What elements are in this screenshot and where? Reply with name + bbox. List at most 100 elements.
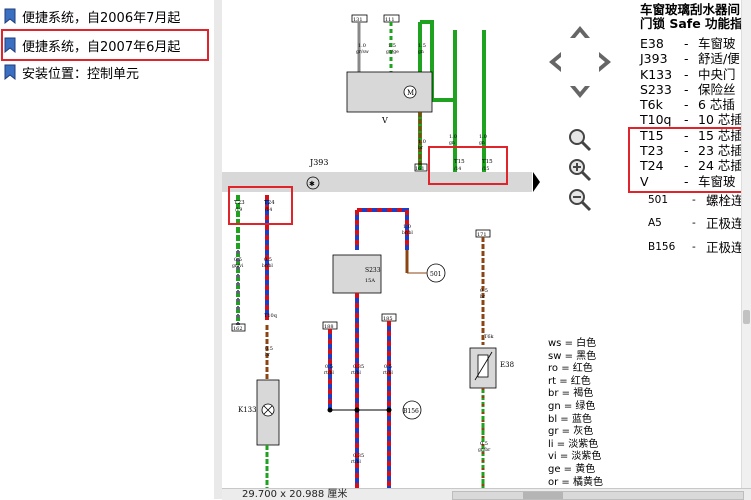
- splitter[interactable]: [214, 0, 222, 499]
- zoom-icon[interactable]: [567, 127, 593, 153]
- component-row: E38-车窗玻: [640, 36, 736, 51]
- color-legend: ws = 白色 sw = 黑色 ro = 红色 rt = 红色 br = 褐色 …: [548, 338, 603, 488]
- svg-text:T23: T23: [234, 200, 245, 206]
- bookmark-item-2007[interactable]: 便捷系统，自2007年6月起: [4, 35, 180, 55]
- svg-text:0.5: 0.5: [234, 257, 242, 263]
- svg-text:0.5: 0.5: [264, 257, 272, 263]
- svg-text:br: br: [418, 145, 424, 151]
- svg-text:T6k: T6k: [484, 334, 495, 340]
- j393-bar: [222, 172, 532, 192]
- svg-text:rt/bl: rt/bl: [351, 370, 361, 376]
- svg-text:0.35: 0.35: [353, 364, 364, 370]
- component-row: V-车窗玻: [640, 173, 736, 189]
- fuse-s233: [332, 254, 382, 294]
- svg-text:T10q: T10q: [264, 313, 278, 319]
- svg-text:0.5: 0.5: [384, 364, 392, 370]
- component-row: T15-15 芯插: [640, 127, 743, 143]
- svg-text:gn/ge: gn/ge: [386, 49, 399, 55]
- svg-text:rt/bl: rt/bl: [351, 459, 361, 465]
- component-row: T24-24 芯插: [640, 158, 743, 174]
- svg-text:188: 188: [324, 324, 334, 330]
- svg-text:0.5: 0.5: [265, 346, 273, 352]
- svg-text:✱: ✱: [309, 180, 315, 188]
- component-row: T10q-10 芯插: [640, 112, 743, 128]
- component-row: 501-螺栓连: [648, 192, 744, 208]
- svg-text:gr/sw: gr/sw: [356, 49, 369, 55]
- highlight-box-t23-t24: [228, 186, 293, 225]
- component-row: K133-中央门: [640, 66, 736, 82]
- j393-label: J393: [309, 158, 328, 167]
- svg-text:M: M: [407, 89, 414, 97]
- pan-control[interactable]: [545, 22, 615, 102]
- svg-text:S233: S233: [365, 267, 381, 274]
- svg-text:T15: T15: [454, 159, 465, 165]
- svg-text:/14: /14: [265, 207, 272, 213]
- vertical-scrollbar[interactable]: [741, 0, 751, 488]
- svg-text:gn/vi: gn/vi: [232, 263, 244, 269]
- motor-v: [346, 71, 433, 113]
- scroll-thumb[interactable]: [743, 310, 750, 324]
- bookmark-icon: [4, 64, 16, 80]
- status-bar: 29.700 x 20.988 厘米: [222, 488, 751, 500]
- svg-text:V: V: [381, 116, 388, 125]
- svg-text:1.0: 1.0: [358, 43, 366, 49]
- component-row: A5-正极连: [648, 216, 744, 232]
- page-next-arrow: [533, 172, 540, 192]
- svg-text:0.5: 0.5: [480, 441, 488, 447]
- zoom-in-icon[interactable]: [567, 157, 593, 183]
- bookmark-item-install[interactable]: 安装位置：控制单元: [4, 62, 139, 82]
- component-row: J393-舒适/便: [640, 51, 740, 67]
- svg-text:0.35: 0.35: [353, 453, 364, 459]
- component-row: S233-保险丝: [640, 81, 736, 97]
- diagram-title: 车窗玻璃刮水器间 门锁 Safe 功能指: [640, 2, 743, 31]
- svg-text:gn: gn: [449, 141, 455, 146]
- svg-text:rt/bl: rt/bl: [324, 370, 334, 376]
- bookmark-icon: [4, 37, 16, 53]
- h-scroll-thumb[interactable]: [523, 492, 563, 499]
- svg-text:br: br: [480, 294, 486, 300]
- svg-text:185: 185: [383, 316, 393, 322]
- wiring-diagram: J393 ✱ 131 111 1.0 gr/sw 1.5 gn/ge 1.5 g…: [222, 14, 540, 488]
- svg-text:1.0: 1.0: [403, 224, 411, 230]
- svg-text:1.0: 1.0: [479, 134, 487, 140]
- highlight-box: [1, 29, 209, 61]
- bookmark-icon: [4, 8, 16, 24]
- svg-text:15A: 15A: [365, 278, 375, 284]
- svg-text:rt/bl: rt/bl: [383, 370, 393, 376]
- component-list: E38-车窗玻 J393-舒适/便 K133-中央门 S233-保险丝 T6k-…: [640, 36, 744, 255]
- svg-text:gn/br: gn/br: [478, 447, 491, 453]
- highlight-box-components: [628, 127, 744, 193]
- svg-text:0.5: 0.5: [325, 364, 333, 370]
- svg-text:0.5: 0.5: [480, 288, 488, 294]
- svg-text:K133: K133: [238, 406, 257, 414]
- svg-text:E38: E38: [500, 361, 514, 369]
- bookmark-label: 便捷系统，自2007年6月起: [22, 39, 181, 55]
- bookmark-item-2006[interactable]: 便捷系统，自2006年7月起: [4, 6, 180, 26]
- svg-text:1.0: 1.0: [449, 134, 457, 140]
- page-size: 29.700 x 20.988 厘米: [242, 489, 348, 500]
- bookmark-label: 便捷系统，自2006年7月起: [22, 10, 181, 26]
- svg-text:T15: T15: [482, 159, 493, 165]
- bookmarks-panel: 便捷系统，自2006年7月起 便捷系统，自2007年6月起 安装位置：控制单元: [0, 0, 215, 499]
- svg-text:B156: B156: [403, 408, 419, 415]
- svg-text:171: 171: [477, 232, 487, 238]
- bookmark-label: 安装位置：控制单元: [22, 66, 140, 82]
- svg-text:1.0: 1.0: [418, 139, 426, 145]
- svg-text:1.5: 1.5: [388, 43, 396, 49]
- svg-text:br/bl: br/bl: [402, 230, 413, 236]
- svg-text:162: 162: [233, 326, 243, 332]
- component-row: T6k-6 芯插: [640, 97, 735, 113]
- svg-text:/19: /19: [235, 207, 242, 213]
- svg-text:gn: gn: [418, 50, 424, 55]
- svg-text:br: br: [265, 352, 271, 358]
- svg-text:gn: gn: [479, 141, 485, 146]
- component-row: T23-23 芯插: [640, 143, 743, 159]
- document-view[interactable]: J393 ✱ 131 111 1.0 gr/sw 1.5 gn/ge 1.5 g…: [222, 0, 751, 488]
- svg-text:1.5: 1.5: [418, 43, 426, 49]
- svg-text:131: 131: [353, 17, 363, 23]
- svg-text:111: 111: [385, 17, 395, 23]
- highlight-box-t15: [428, 146, 508, 185]
- svg-text:501: 501: [430, 271, 441, 278]
- svg-text:T24: T24: [264, 200, 275, 206]
- zoom-out-icon[interactable]: [567, 187, 593, 213]
